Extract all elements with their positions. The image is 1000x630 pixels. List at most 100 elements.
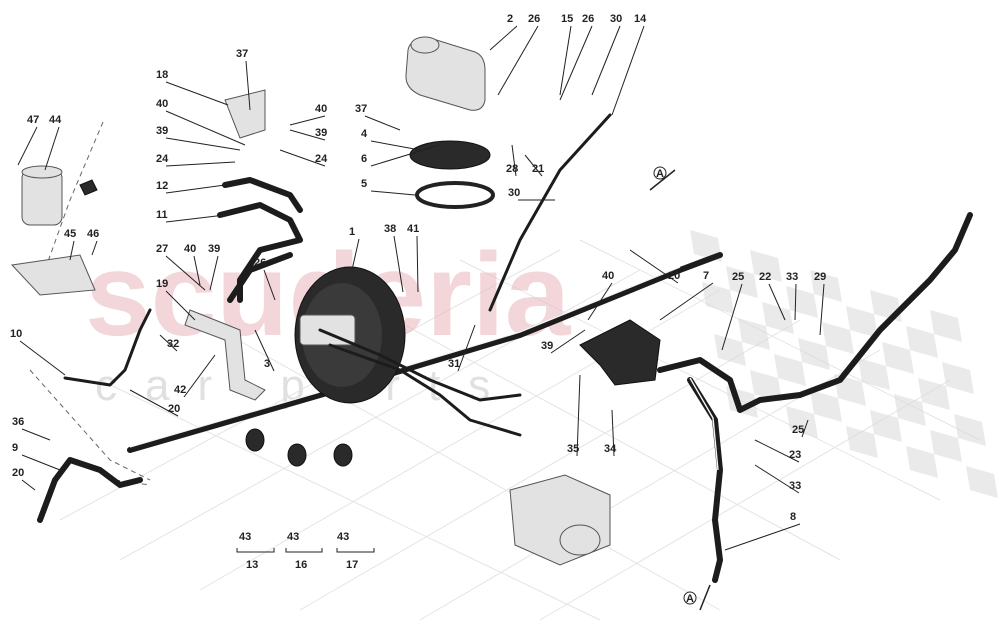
callout-36: 36 bbox=[12, 416, 24, 428]
callout-22: 22 bbox=[759, 271, 771, 283]
hose-9 bbox=[37, 457, 143, 523]
leader-11-0 bbox=[165, 214, 226, 223]
callout-14: 14 bbox=[634, 13, 647, 25]
callout-8: 8 bbox=[790, 511, 796, 523]
bracket bbox=[10, 254, 96, 296]
leader-2-0 bbox=[489, 25, 518, 51]
vacuum-hoses bbox=[217, 177, 303, 303]
abs-module bbox=[509, 474, 611, 566]
callout-35: 35 bbox=[567, 443, 579, 455]
flag-square bbox=[786, 406, 818, 438]
leader-1-0 bbox=[351, 238, 360, 271]
callout-26: 26 bbox=[254, 257, 266, 269]
callout-43: 43 bbox=[337, 531, 349, 543]
callout-44: 44 bbox=[49, 114, 62, 126]
callout-27: 27 bbox=[156, 243, 168, 255]
group-brackets bbox=[236, 548, 375, 553]
callout-19: 19 bbox=[156, 278, 168, 290]
leader-42-0 bbox=[183, 354, 216, 398]
flag-square bbox=[954, 414, 986, 446]
callout-24: 24 bbox=[156, 153, 169, 165]
flag-square bbox=[726, 266, 758, 298]
flag-square bbox=[906, 446, 938, 478]
leader-23-0 bbox=[754, 439, 800, 463]
leader-15-0 bbox=[559, 25, 572, 96]
callout-24: 24 bbox=[315, 153, 328, 165]
callout-26: 26 bbox=[582, 13, 594, 25]
flag-square bbox=[918, 378, 950, 410]
checkered-flag-watermark bbox=[690, 230, 998, 498]
floor-grid bbox=[59, 239, 981, 621]
callout-21: 21 bbox=[532, 163, 544, 175]
flag-square bbox=[882, 342, 914, 374]
leader-29-0 bbox=[819, 283, 825, 336]
leader-18-0 bbox=[165, 81, 229, 106]
leader-35-0 bbox=[576, 374, 581, 457]
callout-26: 26 bbox=[528, 13, 540, 25]
flag-square bbox=[762, 302, 794, 334]
flag-square bbox=[870, 410, 902, 442]
callout-39: 39 bbox=[541, 340, 553, 352]
callout-41: 41 bbox=[407, 223, 419, 235]
flag-square bbox=[930, 430, 962, 462]
callout-4: 4 bbox=[361, 128, 368, 140]
flag-square bbox=[738, 318, 770, 350]
callout-10: 10 bbox=[10, 328, 22, 340]
callout-20: 20 bbox=[12, 467, 24, 479]
flag-square bbox=[822, 322, 854, 354]
flag-square bbox=[846, 426, 878, 458]
callout-20: 20 bbox=[168, 403, 180, 415]
leader-20-0 bbox=[629, 249, 679, 284]
callout-18: 18 bbox=[156, 69, 168, 81]
leader-26-0 bbox=[497, 25, 539, 96]
leader-40-0 bbox=[165, 110, 246, 146]
callout-17: 17 bbox=[346, 559, 358, 571]
callout-11: 11 bbox=[156, 209, 168, 221]
callout-25: 25 bbox=[792, 424, 804, 436]
callout-3: 3 bbox=[264, 358, 270, 370]
flag-square bbox=[858, 358, 890, 390]
leader-40-3 bbox=[587, 282, 613, 321]
main-brake-pipe bbox=[127, 113, 723, 453]
leader-9-0 bbox=[21, 454, 61, 471]
bracket-mount bbox=[184, 309, 266, 401]
leader-5-0 bbox=[370, 190, 416, 196]
leader-39-0 bbox=[165, 137, 241, 151]
callout-40: 40 bbox=[602, 270, 614, 282]
callout-30: 30 bbox=[610, 13, 622, 25]
callout-33: 33 bbox=[786, 271, 798, 283]
callout-7: 7 bbox=[703, 270, 709, 282]
callout-40: 40 bbox=[184, 243, 196, 255]
flag-square bbox=[750, 250, 782, 282]
leader-22-0 bbox=[768, 283, 786, 321]
flag-square bbox=[798, 338, 830, 370]
callout-1: 1 bbox=[349, 226, 355, 238]
heat-shield bbox=[579, 319, 661, 386]
dashed-guides bbox=[29, 121, 151, 486]
flag-square bbox=[942, 362, 974, 394]
callout-37: 37 bbox=[236, 48, 248, 60]
leader-40-1 bbox=[289, 115, 326, 126]
flag-square bbox=[846, 306, 878, 338]
callout-40: 40 bbox=[156, 98, 168, 110]
callout-43: 43 bbox=[287, 531, 299, 543]
leader-33-0 bbox=[794, 283, 797, 321]
leader-19-0 bbox=[165, 290, 196, 321]
callout-37: 37 bbox=[355, 103, 367, 115]
flag-square bbox=[810, 390, 842, 422]
flag-square bbox=[714, 334, 746, 366]
leader-21-0 bbox=[524, 154, 543, 177]
leader-8-0 bbox=[724, 523, 801, 551]
leader-31-0 bbox=[457, 324, 476, 372]
flag-square bbox=[690, 230, 722, 262]
leader-12-0 bbox=[165, 184, 226, 194]
dust-caps bbox=[245, 428, 353, 467]
leader-14-0 bbox=[611, 25, 645, 116]
fluid-reservoir bbox=[405, 36, 486, 111]
leader-40-2 bbox=[193, 255, 201, 286]
callout-9: 9 bbox=[12, 442, 18, 454]
leader-39-2 bbox=[209, 255, 219, 291]
